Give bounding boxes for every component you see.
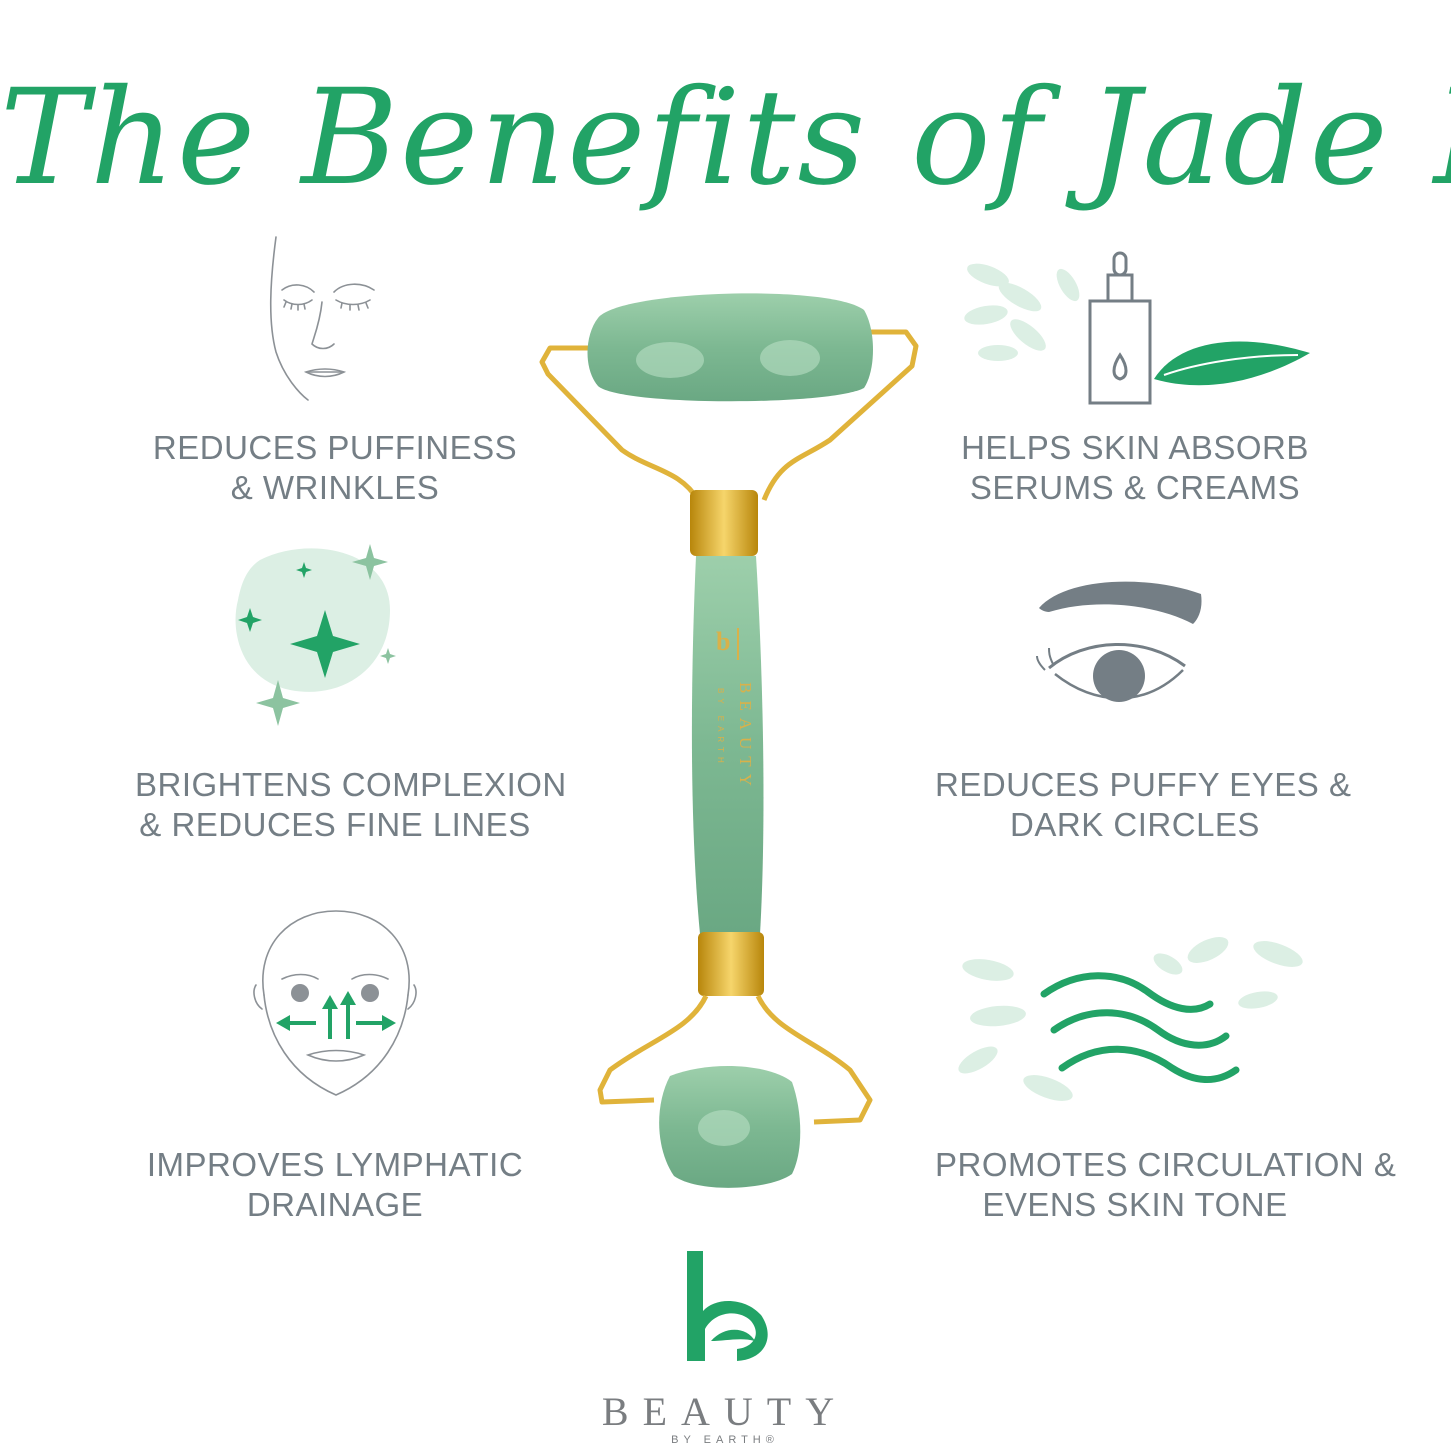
benefit-label-complexion: BRIGHTENS COMPLEXION & REDUCES FINE LINE… <box>135 766 567 843</box>
brand-logo-icon <box>687 1251 768 1361</box>
benefit-label-absorb: HELPS SKIN ABSORB SERUMS & CREAMS <box>961 429 1309 506</box>
circulation-waves-icon <box>958 937 1303 1101</box>
roller-engraving-main: BEAUTY <box>736 682 755 793</box>
benefit-label-lymphatic: IMPROVES LYMPHATIC DRAINAGE <box>146 1146 524 1223</box>
brand-name: BEAUTY <box>601 1389 849 1434</box>
serum-dropper-bottle-icon <box>964 251 1310 405</box>
brand-tagline: BY EARTH® <box>671 1434 779 1446</box>
svg-text:b: b <box>716 627 730 656</box>
face-lymphatic-arrows-icon <box>253 910 417 1096</box>
jade-roller-image: b BEAUTY BY EARTH <box>539 293 919 1188</box>
benefit-label-puffiness: REDUCES PUFFINESS & WRINKLES <box>152 429 518 506</box>
benefit-label-puffy-eyes: REDUCES PUFFY EYES & DARK CIRCLES <box>935 766 1352 843</box>
roller-engraving-sub: BY EARTH <box>716 688 725 768</box>
eye-brow-icon <box>1036 581 1202 702</box>
face-closed-eyes-icon <box>269 236 375 401</box>
sparkles-icon <box>235 544 396 726</box>
page-title: The Benefits of Jade Rolling <box>0 61 1451 215</box>
benefit-label-circulation: PROMOTES CIRCULATION & EVENS SKIN TONE <box>935 1146 1397 1223</box>
